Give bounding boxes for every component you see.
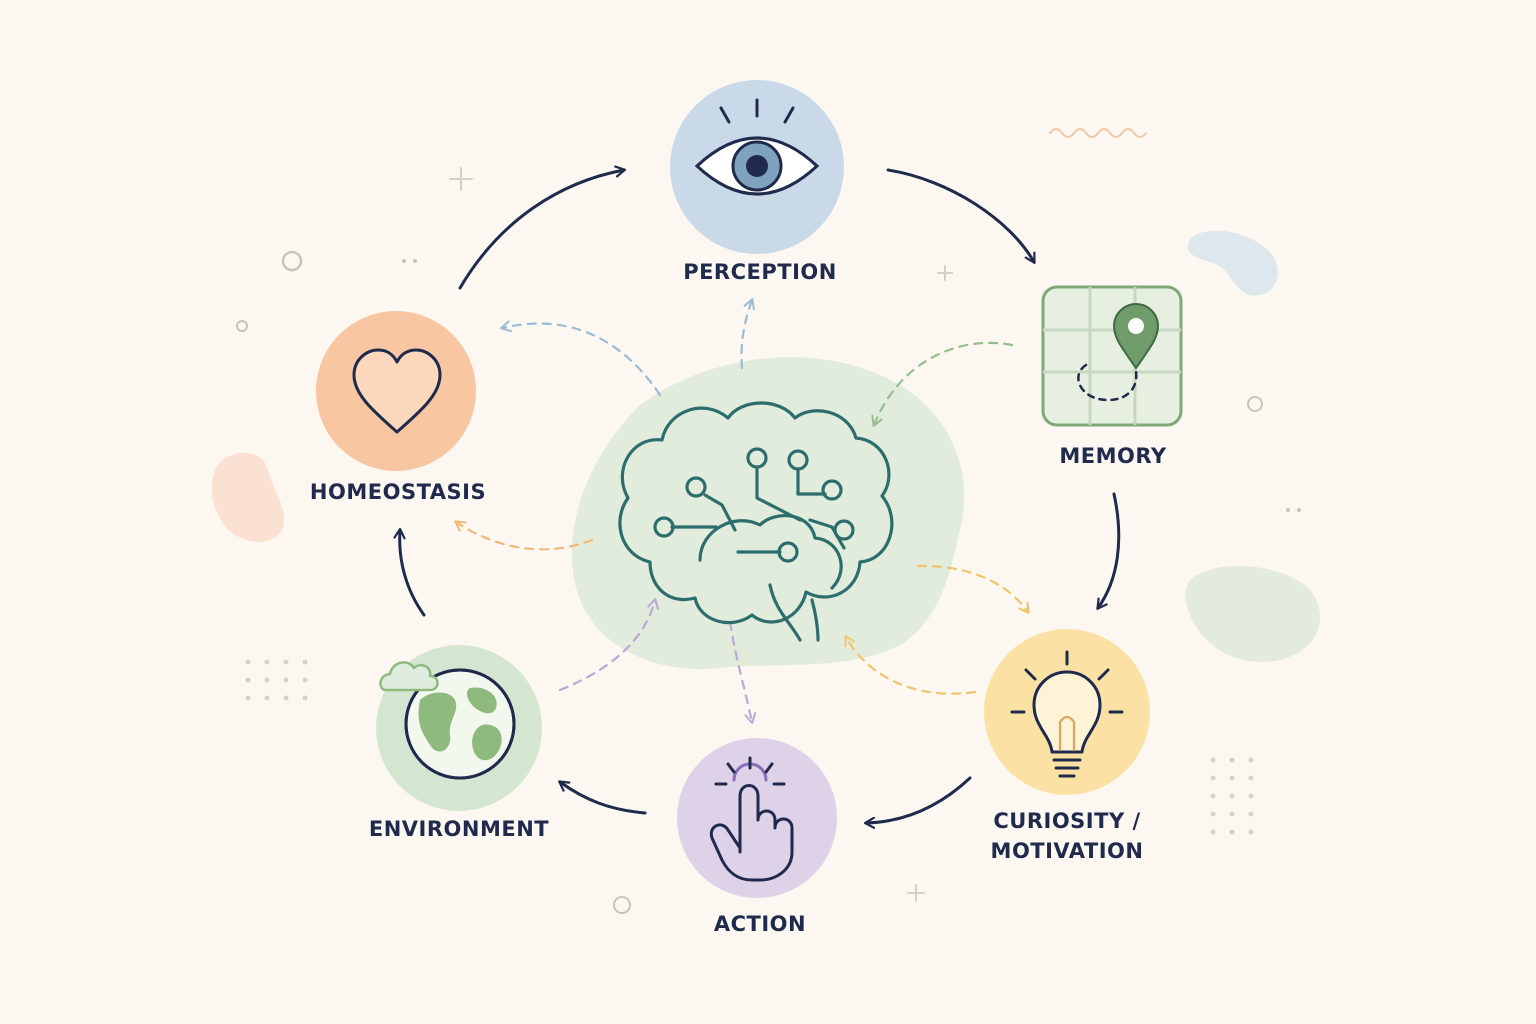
memory-label: MEMORY bbox=[1059, 441, 1166, 471]
globe-icon bbox=[404, 668, 516, 780]
homeostasis-label-text: HOMEOSTASIS bbox=[309, 480, 487, 504]
node-action bbox=[677, 738, 837, 898]
dashed-arrows bbox=[454, 298, 1030, 724]
dashed-arrow-to-homeostasis-blue bbox=[500, 320, 662, 397]
node-homeostasis bbox=[316, 311, 476, 471]
perception-label-text: PERCEPTION bbox=[683, 260, 837, 284]
arrow-curiosity-to-action bbox=[866, 776, 972, 823]
dashed-arrow-to-perception bbox=[740, 298, 755, 370]
map-pin-icon bbox=[1112, 302, 1160, 370]
perception-label: PERCEPTION bbox=[683, 257, 837, 287]
brain-circuit-icon bbox=[618, 401, 894, 642]
action-label: ACTION bbox=[714, 909, 806, 939]
background-decorations bbox=[211, 128, 1320, 914]
environment-label: ENVIRONMENT bbox=[369, 814, 549, 844]
dashed-arrow-from-environment bbox=[558, 598, 659, 692]
node-memory bbox=[1041, 285, 1183, 427]
node-environment bbox=[376, 645, 542, 811]
arrow-perception-to-memory bbox=[886, 168, 1034, 262]
lightbulb-icon bbox=[1010, 650, 1124, 778]
memory-label-text: MEMORY bbox=[1059, 444, 1167, 468]
eye-icon bbox=[694, 98, 820, 196]
action-label-text: ACTION bbox=[713, 912, 807, 936]
node-curiosity bbox=[984, 629, 1150, 795]
arrow-action-to-environment bbox=[560, 782, 647, 815]
dashed-arrow-from-curiosity bbox=[844, 635, 977, 695]
center-blob bbox=[571, 357, 965, 670]
environment-label-text: ENVIRONMENT bbox=[368, 817, 550, 841]
arrow-homeostasis-to-perception bbox=[458, 170, 624, 290]
homeostasis-label: HOMEOSTASIS bbox=[310, 477, 486, 507]
pointing-hand-icon bbox=[709, 756, 794, 882]
dashed-arrow-from-memory bbox=[871, 341, 1014, 427]
curiosity-label-line1: CURIOSITY / bbox=[993, 809, 1141, 833]
arrow-memory-to-curiosity bbox=[1098, 492, 1121, 608]
dashed-arrow-to-homeostasis-orange bbox=[454, 520, 594, 551]
arrow-environment-to-homeostasis bbox=[400, 530, 426, 617]
curiosity-label: CURIOSITY / MOTIVATION bbox=[991, 806, 1144, 866]
heart-icon bbox=[352, 348, 442, 434]
map-tile bbox=[1041, 285, 1183, 427]
cycle-arrows bbox=[400, 168, 1121, 823]
dashed-arrow-to-curiosity bbox=[916, 564, 1030, 614]
node-perception bbox=[670, 80, 844, 254]
dashed-arrow-to-action bbox=[728, 620, 757, 724]
curiosity-label-line2: MOTIVATION bbox=[990, 839, 1144, 863]
cloud-icon bbox=[379, 661, 439, 692]
